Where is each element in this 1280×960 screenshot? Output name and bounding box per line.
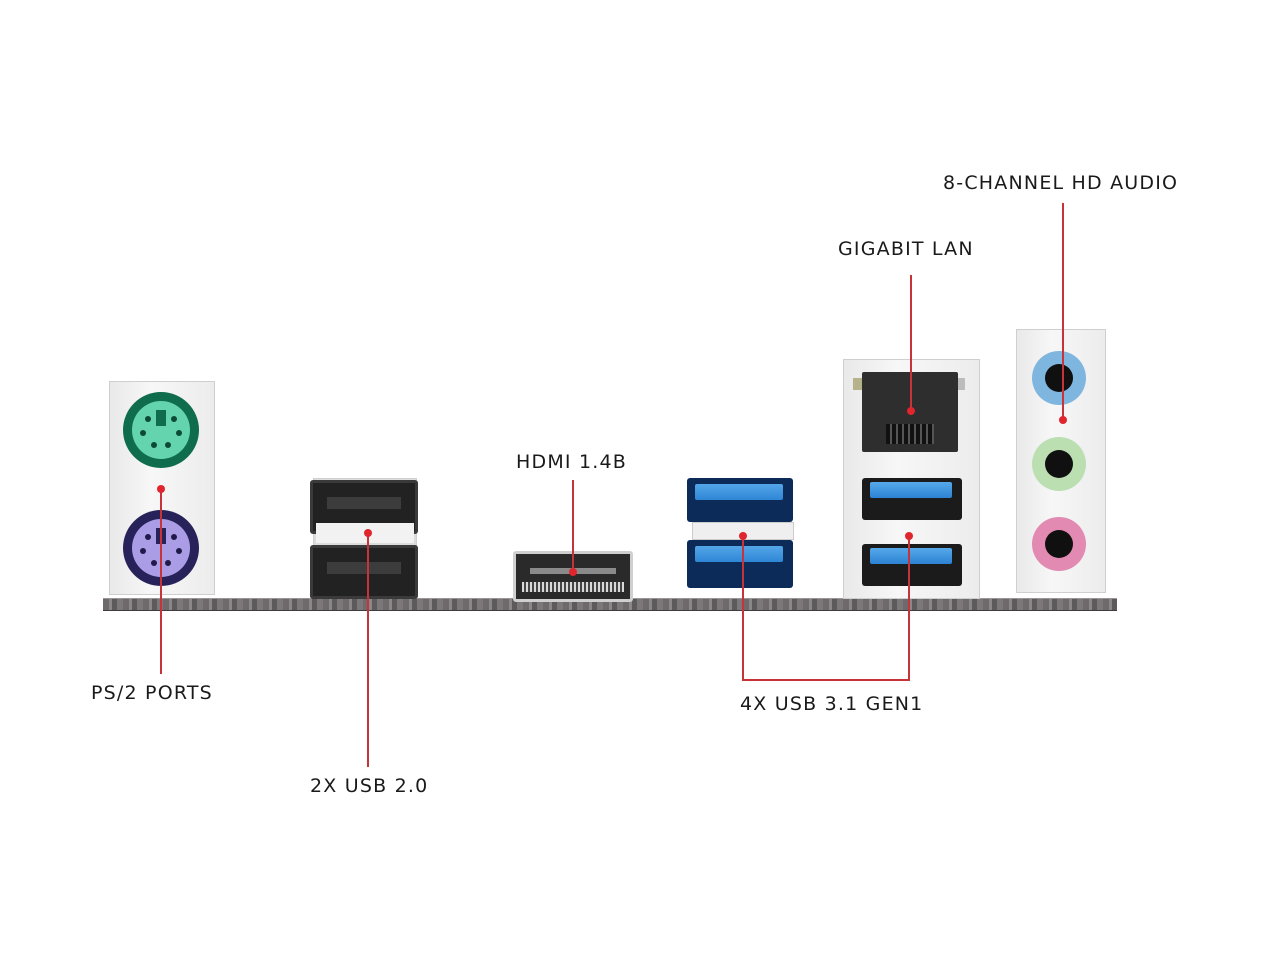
usb3-leader-right	[908, 536, 910, 680]
ps2-keyboard-port	[123, 392, 199, 468]
ps2-leader-dot	[157, 485, 165, 493]
usb3-right-leader-dot	[905, 532, 913, 540]
ps2-leader-line	[160, 489, 162, 674]
hdmi-leader-line	[572, 480, 574, 572]
usb2-label: 2X USB 2.0	[310, 775, 429, 797]
usb2-port-bottom	[310, 545, 418, 599]
usb3-label: 4X USB 3.1 GEN1	[740, 693, 924, 715]
audio-leader-dot	[1059, 416, 1067, 424]
usb2-leader-dot	[364, 529, 372, 537]
audio-mic-jack	[1032, 517, 1086, 571]
audio-line-out-jack	[1032, 437, 1086, 491]
usb2-leader-line	[367, 533, 369, 767]
usb3-port-left-bottom	[687, 540, 793, 588]
hd-audio-label: 8-CHANNEL HD AUDIO	[943, 172, 1179, 194]
usb3-port-right-bottom	[862, 544, 962, 586]
hdmi-label: HDMI 1.4B	[516, 451, 628, 473]
gigabit-lan-label: GIGABIT LAN	[838, 238, 974, 260]
usb3-leader-left	[742, 536, 744, 680]
usb3-leader-bracket	[742, 679, 910, 681]
hdmi-leader-dot	[569, 568, 577, 576]
usb3-port-right-top	[862, 478, 962, 520]
lan-leader-line	[910, 275, 912, 411]
audio-line-in-jack	[1032, 351, 1086, 405]
lan-leader-dot	[907, 407, 915, 415]
usb3-left-leader-dot	[739, 532, 747, 540]
audio-leader-line	[1062, 203, 1064, 419]
usb3-port-left-top	[687, 478, 793, 522]
ps2-ports-label: PS/2 PORTS	[91, 682, 213, 704]
